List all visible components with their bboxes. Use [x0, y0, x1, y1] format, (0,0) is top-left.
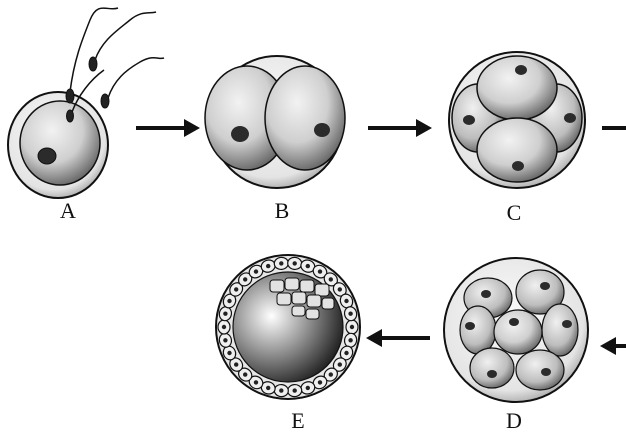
- stage-d-label: D: [494, 408, 534, 434]
- stage-b-two-cell: [205, 56, 345, 188]
- nucleus: [329, 277, 333, 281]
- nucleus: [338, 362, 342, 366]
- nucleus: [540, 282, 550, 290]
- nucleus: [243, 372, 247, 376]
- nucleus: [279, 388, 283, 392]
- nucleus: [227, 351, 231, 355]
- nucleus: [314, 123, 330, 137]
- nucleus: [243, 277, 247, 281]
- nucleus: [338, 287, 342, 291]
- stage-e-label: E: [278, 408, 318, 434]
- arrow-right-icon: [136, 119, 200, 137]
- nucleus: [329, 372, 333, 376]
- nucleus: [481, 290, 491, 298]
- nucleus: [465, 322, 475, 330]
- nucleus: [487, 370, 497, 378]
- nucleus: [38, 148, 56, 164]
- arrow-left-icon: [600, 337, 626, 355]
- nucleus: [348, 312, 352, 316]
- nucleus: [279, 261, 283, 265]
- nucleus: [231, 126, 249, 142]
- nucleus: [234, 287, 238, 291]
- arrow-left-icon: [366, 329, 430, 347]
- nucleus: [254, 269, 258, 273]
- arrow-right-icon: [368, 119, 432, 137]
- nucleus: [318, 269, 322, 273]
- nucleus: [227, 299, 231, 303]
- stage-a-zygote: [8, 8, 164, 198]
- nucleus: [306, 386, 310, 390]
- nucleus: [344, 299, 348, 303]
- nucleus: [223, 312, 227, 316]
- nucleus: [512, 161, 524, 171]
- nucleus: [254, 380, 258, 384]
- nucleus: [222, 325, 226, 329]
- nucleus: [344, 351, 348, 355]
- nucleus: [266, 264, 270, 268]
- nucleus: [564, 113, 576, 123]
- stage-d-morula: [444, 258, 588, 402]
- nucleus: [348, 338, 352, 342]
- stage-e-blastocyst: [216, 255, 360, 399]
- nucleus: [234, 362, 238, 366]
- nucleus: [509, 318, 519, 326]
- nucleus: [293, 388, 297, 392]
- stage-a-label: A: [48, 198, 88, 224]
- nucleus: [515, 65, 527, 75]
- nucleus: [541, 368, 551, 376]
- stage-c-four-cell: [449, 52, 585, 188]
- nucleus: [293, 261, 297, 265]
- nucleus: [306, 264, 310, 268]
- nucleus: [223, 338, 227, 342]
- nucleus: [350, 325, 354, 329]
- nucleus: [318, 380, 322, 384]
- nucleus: [463, 115, 475, 125]
- nucleus: [266, 386, 270, 390]
- stage-c-label: C: [494, 200, 534, 226]
- stage-b-label: B: [262, 198, 302, 224]
- nucleus: [562, 320, 572, 328]
